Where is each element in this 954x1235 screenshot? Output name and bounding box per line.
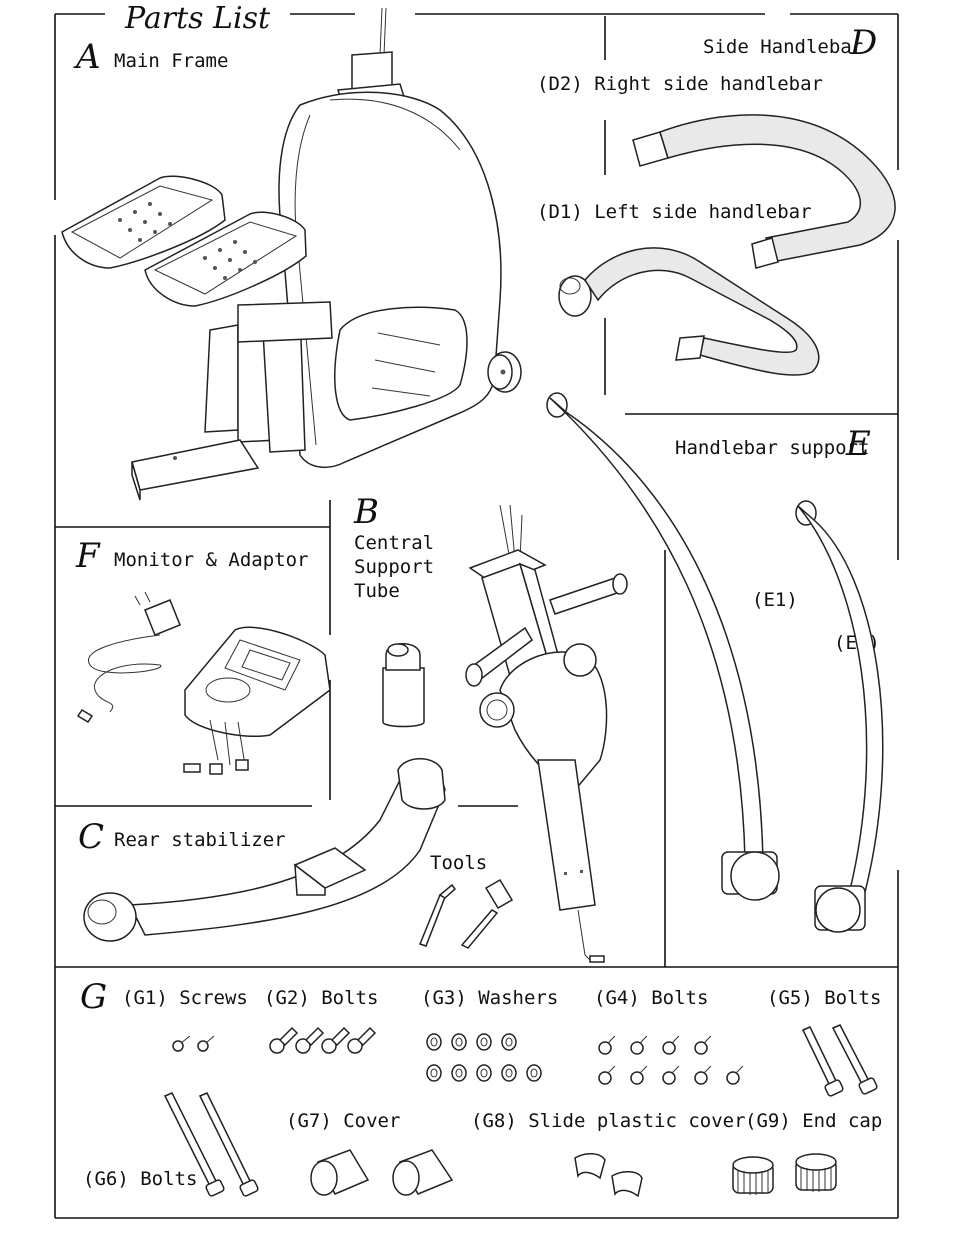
g3-washers-drawing	[426, 1033, 542, 1082]
handlebar-support-e2-drawing	[795, 500, 884, 933]
g2-bolts-drawing	[269, 1026, 377, 1054]
part-g8-label: (G8) Slide plastic cover	[471, 1110, 746, 1132]
g9-end-cap-drawing	[732, 1153, 837, 1195]
part-d1-label: (D1) Left side handlebar	[537, 201, 812, 223]
section-f-letter: F	[75, 536, 101, 576]
section-d-label: Side Handlebar	[703, 36, 863, 58]
section-b-label-line3: Tube	[354, 580, 400, 602]
right-side-handlebar-drawing	[632, 114, 896, 269]
handlebar-support-e1-drawing	[546, 392, 780, 901]
part-g5-label: (G5) Bolts	[767, 987, 881, 1009]
part-g1-label: (G1) Screws	[122, 987, 248, 1009]
section-e-label: Handlebar support	[675, 437, 869, 459]
adaptor-drawing	[76, 591, 181, 724]
section-b-letter: B	[353, 492, 379, 532]
tools-drawing	[419, 878, 514, 949]
g8-slide-cover-drawing	[574, 1153, 643, 1198]
part-d2-label: (D2) Right side handlebar	[537, 73, 823, 95]
g7-cover-drawing	[310, 1149, 454, 1196]
tools-label: Tools	[430, 852, 487, 874]
g1-screws-drawing	[172, 1035, 215, 1052]
part-g3-label: (G3) Washers	[421, 987, 558, 1009]
rear-stabilizer-drawing	[83, 758, 446, 942]
left-side-handlebar-drawing	[558, 247, 820, 376]
parts-list-title: Parts List	[124, 1, 271, 36]
section-c-label: Rear stabilizer	[114, 829, 286, 851]
section-f-label: Monitor & Adaptor	[114, 549, 308, 571]
section-d-letter: D	[849, 23, 877, 63]
section-a-label: Main Frame	[114, 50, 228, 72]
part-g9-label: (G9) End cap	[745, 1110, 882, 1132]
part-g4-label: (G4) Bolts	[594, 987, 708, 1009]
part-g2-label: (G2) Bolts	[264, 987, 378, 1009]
frame-lines	[54, 13, 899, 1219]
section-g-letter: G	[80, 977, 107, 1017]
part-g6-label: (G6) Bolts	[83, 1168, 197, 1190]
central-support-tube-drawing	[465, 504, 628, 963]
monitor-drawing	[183, 626, 331, 775]
section-a-letter: A	[73, 37, 101, 77]
part-g7-label: (G7) Cover	[286, 1110, 400, 1132]
water-bottle-drawing	[382, 643, 425, 728]
section-e-letter: E	[845, 424, 871, 464]
part-e1-label: (E1)	[752, 589, 798, 611]
main-frame-drawing	[61, 7, 522, 501]
section-b-label-line2: Support	[354, 556, 434, 578]
g6-bolts-drawing	[163, 1092, 259, 1197]
section-c-letter: C	[78, 817, 104, 857]
g4-bolts-drawing	[598, 1035, 744, 1085]
g5-bolts-drawing	[801, 1024, 878, 1097]
section-b-label-line1: Central	[354, 532, 434, 554]
